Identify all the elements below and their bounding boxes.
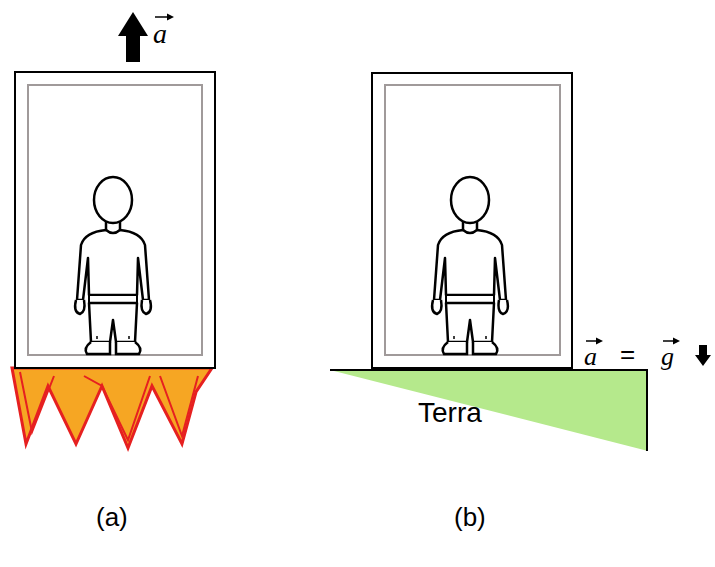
vector-symbol: g — [661, 342, 674, 372]
elevator-cabin — [372, 73, 572, 368]
ground-fill — [330, 370, 648, 451]
ground-outline — [330, 369, 648, 451]
panel-label: (b) — [454, 503, 486, 533]
ground-edge — [330, 370, 647, 451]
acceleration-arrow — [118, 12, 148, 62]
vector-symbol: a — [153, 18, 167, 50]
ground-label: Terra — [418, 397, 482, 429]
ground-wedge: Terra — [330, 369, 648, 451]
equals-sign: = — [620, 340, 635, 370]
elevator-cabin — [15, 72, 215, 368]
rocket-flames — [12, 368, 212, 448]
panel-label: (a) — [96, 503, 128, 533]
vector-symbol: a — [584, 342, 597, 372]
gravity-arrow — [695, 345, 711, 366]
